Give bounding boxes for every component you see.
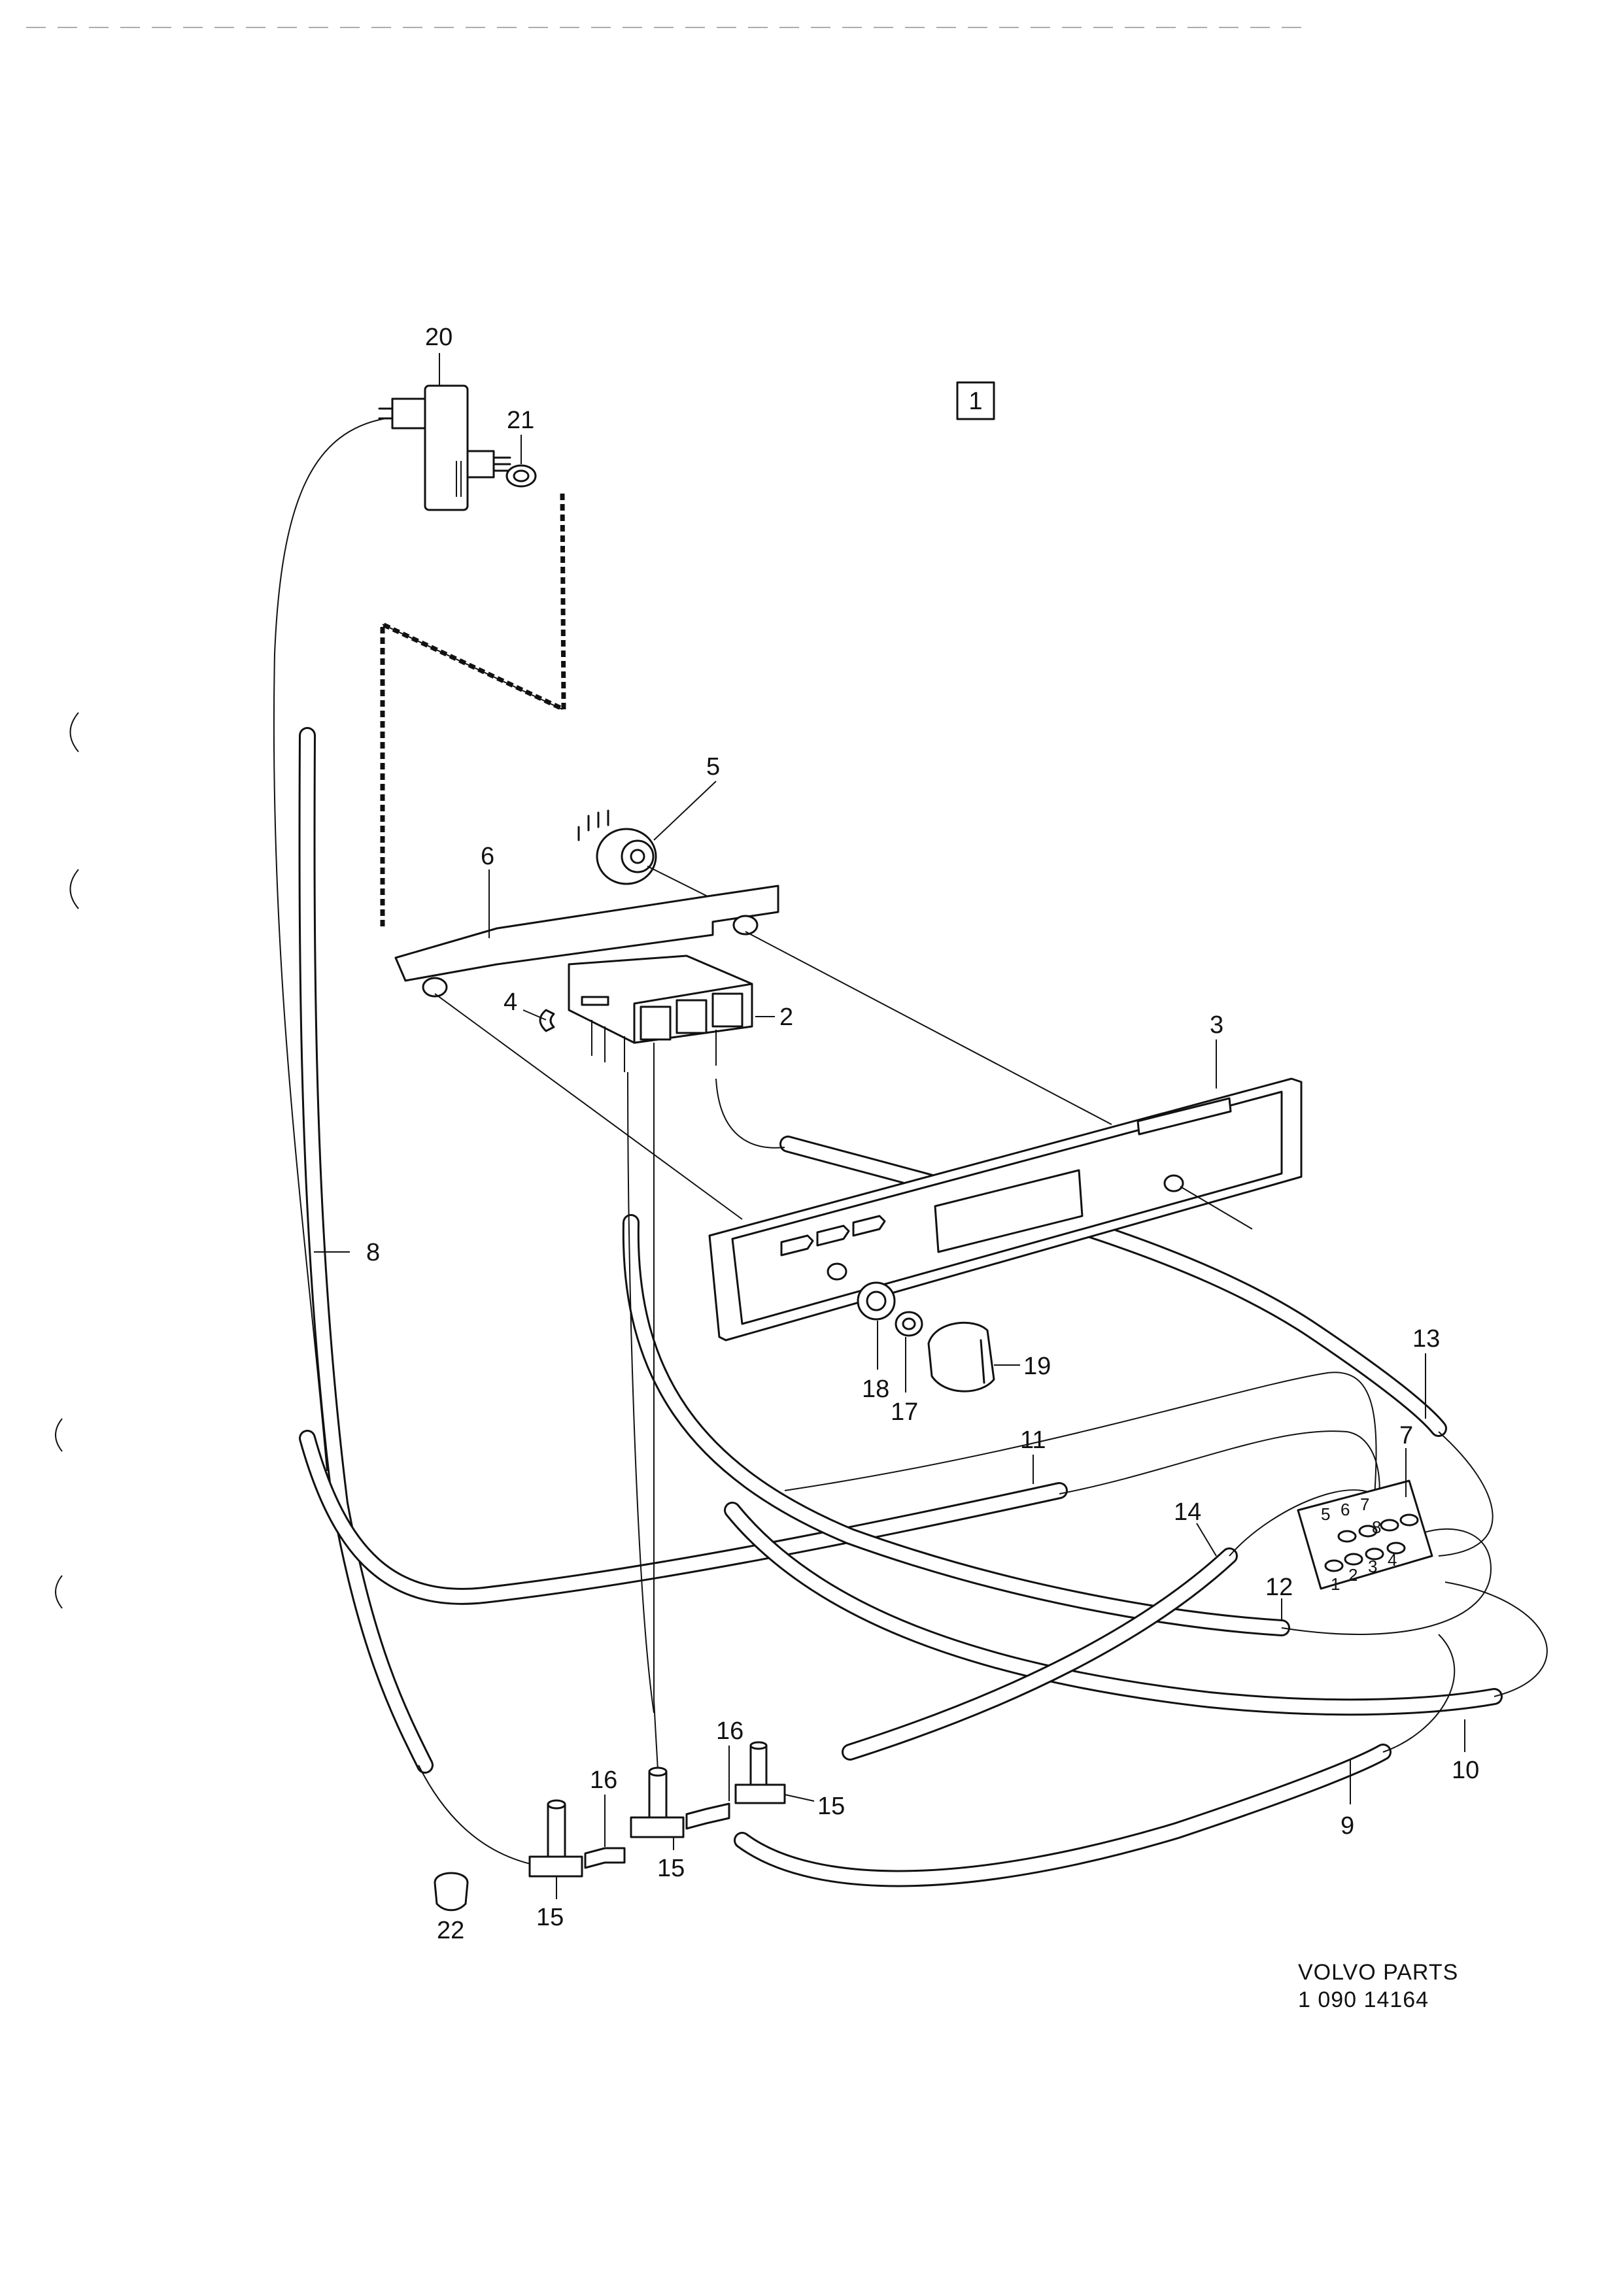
callout-7: 7 [1399, 1422, 1413, 1449]
pin-1: 1 [1331, 1574, 1340, 1594]
t-piece-15-right [734, 1741, 786, 1804]
callout-17: 17 [891, 1398, 918, 1426]
callout-9: 9 [1341, 1812, 1354, 1840]
pin-7: 7 [1360, 1494, 1369, 1514]
callout-12: 12 [1265, 1574, 1293, 1601]
connector-16-left [584, 1847, 626, 1869]
control-panel-3 [708, 1077, 1303, 1342]
pin-5: 5 [1321, 1504, 1330, 1524]
pin-6: 6 [1341, 1500, 1350, 1519]
callout-5: 5 [706, 753, 720, 781]
section-box: 1 [956, 381, 995, 420]
vacuum-switch-20 [378, 384, 511, 511]
caption: VOLVO PARTS 1 090 14164 [1298, 1960, 1458, 2012]
assembly-guide [380, 493, 566, 928]
callout-16-right: 16 [716, 1717, 743, 1745]
callout-20: 20 [425, 324, 453, 351]
hoses [298, 727, 1503, 1887]
switch-5 [577, 809, 720, 903]
callout-14: 14 [1174, 1498, 1201, 1526]
callouts: 2 3 4 5 6 7 8 9 10 11 12 13 14 15 15 15 … [366, 324, 1479, 1944]
connector-7: 1 2 3 4 5 6 7 8 [1297, 1479, 1433, 1594]
bracket-6 [394, 885, 1112, 1220]
binder-holes [55, 712, 79, 1609]
callout-4: 4 [504, 988, 517, 1016]
knob-19 [927, 1321, 995, 1393]
callout-8: 8 [366, 1239, 380, 1266]
callout-2: 2 [779, 1004, 793, 1031]
washer-17 [895, 1311, 923, 1337]
switch-block-2 [568, 954, 753, 1075]
callout-15-middle: 15 [657, 1855, 685, 1882]
t-piece-15-left [528, 1799, 583, 1878]
callout-3: 3 [1210, 1011, 1223, 1039]
callout-16-left: 16 [590, 1766, 617, 1794]
connector-16-right [685, 1802, 730, 1830]
callout-15-right: 15 [817, 1793, 845, 1820]
section-box-label: 1 [968, 388, 982, 415]
leader-lines [314, 353, 1465, 1899]
pin-4: 4 [1388, 1550, 1397, 1570]
pin-2: 2 [1348, 1565, 1358, 1585]
callout-19: 19 [1023, 1353, 1051, 1380]
callout-13: 13 [1412, 1325, 1440, 1353]
nut-18 [857, 1281, 896, 1321]
pin-8: 8 [1372, 1517, 1381, 1537]
caption-brand: VOLVO PARTS [1298, 1960, 1458, 1985]
wires [273, 418, 1548, 1867]
callout-10: 10 [1452, 1757, 1479, 1784]
clip-4 [539, 1009, 555, 1032]
t-piece-15-middle [630, 1766, 685, 1838]
callout-21: 21 [507, 407, 534, 434]
callout-15-left: 15 [536, 1904, 564, 1931]
callout-18: 18 [862, 1376, 889, 1403]
callout-6: 6 [481, 843, 494, 870]
assembly-guide-cross [382, 624, 563, 710]
washer-21 [505, 464, 537, 488]
caption-number: 1 090 14164 [1298, 1987, 1429, 2012]
callout-11: 11 [1020, 1427, 1046, 1454]
cap-22 [434, 1872, 469, 1912]
callout-22: 22 [437, 1917, 464, 1944]
pin-3: 3 [1368, 1557, 1377, 1576]
